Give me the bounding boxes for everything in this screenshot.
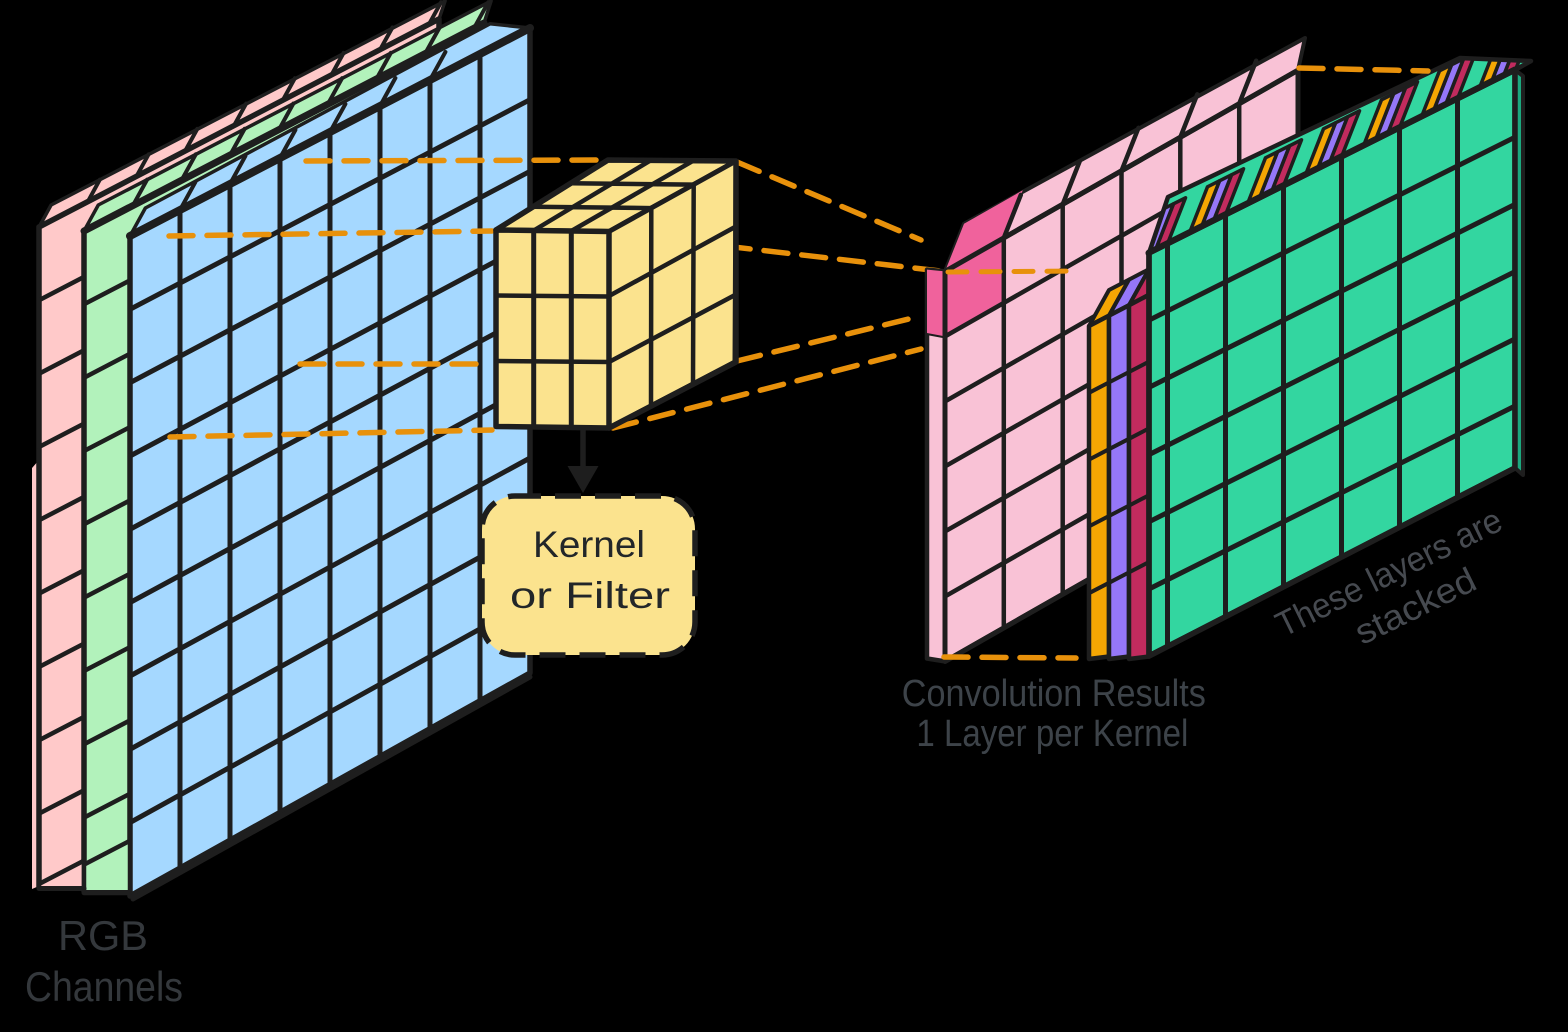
svg-text:Channels: Channels — [25, 963, 183, 1010]
svg-text:RGB: RGB — [58, 912, 148, 959]
svg-text:Kernel: Kernel — [533, 524, 645, 565]
svg-text:or Filter: or Filter — [510, 575, 670, 616]
svg-text:1 Layer per Kernel: 1 Layer per Kernel — [916, 713, 1188, 755]
svg-text:Convolution Results: Convolution Results — [902, 673, 1206, 715]
